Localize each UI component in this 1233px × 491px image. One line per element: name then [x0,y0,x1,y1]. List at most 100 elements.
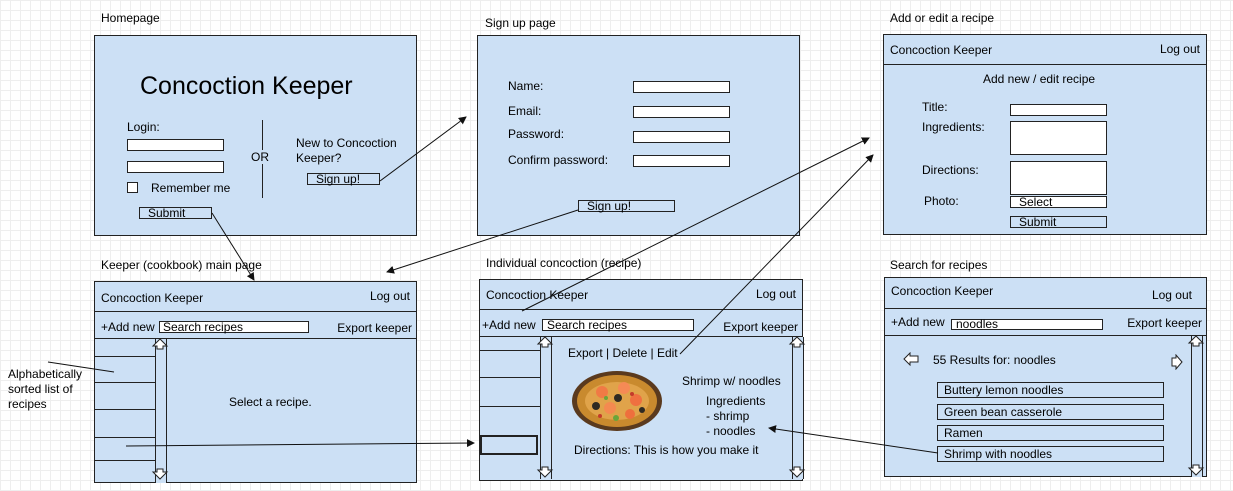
arrow-add-to-editor [521,137,870,312]
caption-individual: Individual concoction (recipe) [486,256,642,270]
scroll-down-icon [1188,464,1204,476]
list-row-divider [95,460,155,461]
addedit-heading: Add new / edit recipe [983,72,1096,86]
search-input[interactable]: Search recipes [159,321,309,333]
next-page-arrow-icon[interactable] [1171,353,1183,375]
login-username-field[interactable] [127,139,224,151]
main-frame: Concoction Keeper Log out +Add new Searc… [94,281,417,483]
add-new-button[interactable]: +Add new [101,320,155,334]
title-field[interactable] [1010,104,1107,116]
signup-frame: Name: Email: Password: Confirm password:… [477,35,800,236]
arrow-submit-to-main [211,212,255,281]
caption-signup: Sign up page [485,16,556,30]
login-label: Login: [127,120,160,134]
confirm-field[interactable] [633,155,730,167]
toolbar-divider [885,335,1206,336]
scroll-up-icon [789,336,805,348]
photo-select-button[interactable]: Select [1010,196,1107,208]
login-password-field[interactable] [127,161,224,173]
export-keeper-button[interactable]: Export keeper [337,321,412,335]
password-field[interactable] [633,131,730,143]
list-row-divider [95,356,155,357]
search-frame: Concoction Keeper Log out +Add new noodl… [884,277,1207,477]
list-scrollbar[interactable] [155,339,167,483]
scroll-up-icon [1188,335,1204,347]
homepage-title: Concoction Keeper [140,72,353,100]
arrow-edit-to-editor [679,154,874,355]
caption-search: Search for recipes [890,258,988,272]
caption-addedit: Add or edit a recipe [890,11,995,25]
add-new-button[interactable]: +Add new [482,318,536,332]
list-row-divider [95,409,155,410]
homepage-frame: Concoction Keeper Login: Remember me Sub… [94,35,417,236]
search-result-item[interactable]: Ramen [937,425,1164,441]
scroll-down-icon [789,466,805,478]
recipe-directions: Directions: This is how you make it [574,443,759,457]
submit-button[interactable]: Submit [139,207,212,219]
remember-label: Remember me [151,181,231,195]
prev-page-arrow-icon[interactable] [903,351,919,371]
new-user-prompt: New to Concoction Keeper? [296,136,397,165]
confirm-label: Confirm password: [508,153,609,167]
content-scrollbar[interactable] [792,337,804,479]
password-label: Password: [508,127,565,141]
ingredients-field[interactable] [1010,121,1107,155]
logout-link[interactable]: Log out [369,289,410,303]
list-scrollbar[interactable] [540,337,552,479]
header-divider [95,311,416,312]
caption-main: Keeper (cookbook) main page [101,258,262,272]
name-field[interactable] [633,81,730,93]
search-result-item[interactable]: Green bean casserole [937,404,1164,420]
scroll-up-icon [537,336,553,348]
recipe-photo [572,370,662,432]
search-input[interactable]: noodles [951,318,1103,330]
logout-link[interactable]: Log out [1151,288,1192,302]
photo-label: Photo: [924,194,959,208]
signup-submit-button[interactable]: Sign up! [578,200,675,212]
results-count: 55 Results for: noodles [933,353,1056,367]
results-scrollbar[interactable] [1191,336,1203,477]
list-row-divider [95,382,155,383]
recipe-name: Shrimp w/ noodles [682,374,781,388]
arrow-result-to-recipe [768,425,939,454]
logout-link[interactable]: Log out [755,287,796,301]
search-input[interactable]: Search recipes [542,319,694,331]
list-row-divider [95,437,155,438]
export-keeper-button[interactable]: Export keeper [1127,316,1202,330]
signup-button[interactable]: Sign up! [307,173,380,185]
add-new-button[interactable]: +Add new [891,315,945,329]
remember-checkbox[interactable] [127,182,138,193]
email-field[interactable] [633,106,730,118]
or-label: OR [251,150,269,164]
select-recipe-message: Select a recipe. [229,395,312,409]
header-divider [480,309,802,310]
search-result-item[interactable]: Buttery lemon noodles [937,382,1164,398]
header-divider [884,64,1206,65]
caption-alpha: Alphabetically sorted list of recipes [8,367,83,411]
caption-homepage: Homepage [101,11,160,25]
recipe-actions[interactable]: Export | Delete | Edit [568,346,678,360]
ingredients-heading: Ingredients [706,394,766,408]
app-title: Concoction Keeper [891,284,994,298]
toolbar-divider [480,336,802,337]
search-result-item[interactable]: Shrimp with noodles [937,446,1164,462]
addedit-submit-button[interactable]: Submit [1010,216,1107,228]
email-label: Email: [508,104,542,118]
app-title: Concoction Keeper [486,288,589,302]
arrow-signup-to-main [386,209,579,274]
scroll-down-icon [152,468,168,480]
name-label: Name: [508,79,544,93]
export-keeper-button[interactable]: Export keeper [723,320,798,334]
directions-field[interactable] [1010,161,1107,195]
logout-link[interactable]: Log out [1159,42,1200,56]
list-item-selected[interactable] [480,435,538,455]
directions-label: Directions: [922,163,979,177]
annotation-leader-line [47,361,115,373]
individual-frame: Concoction Keeper Log out +Add new Searc… [479,279,804,481]
arrow-signup [379,116,467,182]
app-title: Concoction Keeper [101,291,204,305]
title-label: Title: [922,100,948,114]
list-row-divider [480,350,540,351]
toolbar-divider [95,338,416,339]
